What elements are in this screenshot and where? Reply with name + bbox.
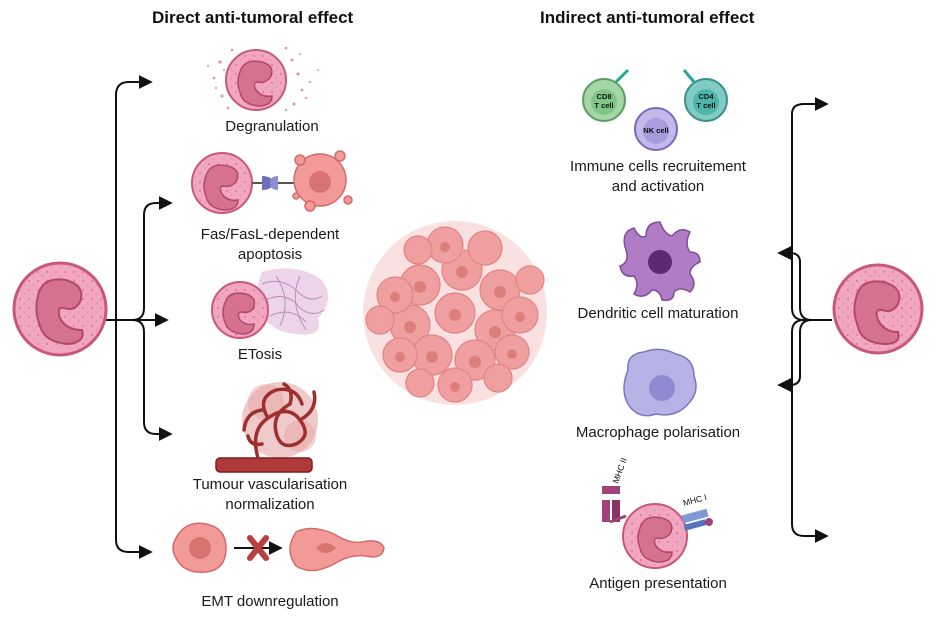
tumor-mass-icon	[363, 221, 547, 405]
etosis-label: ETosis	[237, 346, 283, 363]
degranulation-icon	[207, 46, 319, 112]
macrophage-icon	[623, 348, 697, 417]
left-connectors	[80, 75, 173, 559]
immune-cells-icon	[582, 68, 728, 151]
cd8-label-line2: T cell	[594, 101, 613, 110]
cross-icon	[247, 535, 269, 561]
fas-label-line1: Fas/FasL-dependent	[200, 226, 340, 243]
emt-icon	[172, 522, 385, 573]
mhc1-label: MHC I	[682, 492, 708, 508]
etosis-icon	[211, 268, 329, 339]
direct-effect-heading: Direct anti-tumoral effect	[152, 8, 354, 27]
mhc1-icon	[681, 508, 713, 531]
fas-label-line2: apoptosis	[237, 246, 303, 263]
dendritic-cell-icon	[619, 221, 701, 302]
immune-label-line1: Immune cells recruitement	[570, 158, 746, 175]
vasc-label-line2: normalization	[225, 496, 315, 513]
macrophage-label: Macrophage polarisation	[575, 424, 741, 441]
neutrophil-right-icon	[832, 263, 924, 355]
antigen-label: Antigen presentation	[589, 575, 727, 592]
mhc2-icon	[602, 486, 627, 524]
indirect-effect-heading: Indirect anti-tumoral effect	[540, 8, 755, 27]
immune-label-line2: and activation	[611, 178, 705, 195]
tumour-vessel-icon	[215, 382, 318, 473]
vasc-label-line1: Tumour vascularisation	[192, 476, 348, 493]
cd4-label-line2: T cell	[696, 101, 715, 110]
antigen-presentation-icon	[602, 486, 713, 569]
degranulation-label: Degranulation	[225, 118, 319, 135]
mhc2-label: MHC II	[610, 456, 628, 484]
fas-fasl-icon	[191, 150, 353, 214]
cd4-label-line1: CD4	[698, 92, 714, 101]
neutrophil-left-icon	[12, 261, 108, 357]
cd8-label-line1: CD8	[596, 92, 611, 101]
right-connectors	[777, 97, 832, 543]
dendritic-label: Dendritic cell maturation	[577, 305, 739, 322]
nk-label: NK cell	[643, 126, 668, 135]
emt-label: EMT downregulation	[201, 593, 339, 610]
